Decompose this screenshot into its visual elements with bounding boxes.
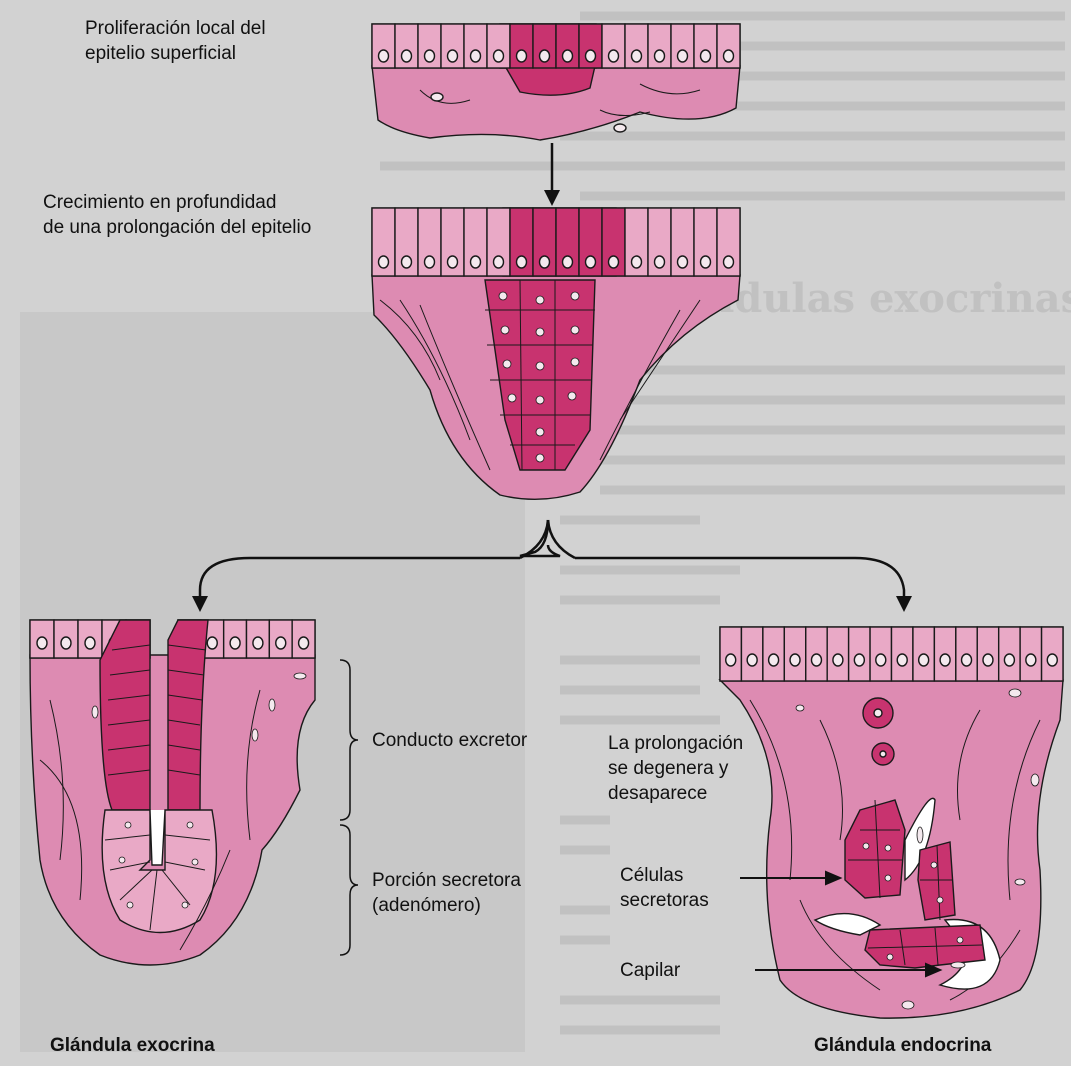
cell-nucleus: [471, 50, 481, 62]
label-degenerates-line2: se degenera y: [608, 756, 743, 781]
cell-nucleus: [724, 50, 734, 62]
label-degenerates: La prolongación se degenera y desaparece: [608, 731, 743, 806]
cell-nucleus: [207, 637, 217, 649]
cell-nucleus: [448, 256, 458, 268]
cell-nucleus: [609, 256, 619, 268]
cell-nucleus: [655, 50, 665, 62]
cell-nucleus: [425, 50, 435, 62]
label-stage1-line2: epitelio superficial: [85, 41, 266, 66]
label-stage2: Crecimiento en profundidad de una prolon…: [43, 190, 311, 240]
cell-nucleus: [85, 637, 95, 649]
cell-nucleus: [701, 50, 711, 62]
cell-nucleus: [833, 654, 843, 666]
cell-nucleus: [701, 256, 711, 268]
cell-nucleus: [563, 256, 573, 268]
cell-nucleus: [678, 256, 688, 268]
label-degenerates-line3: desaparece: [608, 781, 743, 806]
label-exocrine-gland: Glándula exocrina: [50, 1033, 215, 1058]
cell-nucleus: [678, 50, 688, 62]
cell-nucleus: [632, 50, 642, 62]
label-secretory-portion-line1: Porción secretora: [372, 868, 521, 893]
cell-nucleus: [230, 637, 240, 649]
cell-nucleus: [61, 637, 71, 649]
cell-nucleus: [253, 637, 263, 649]
cell-nucleus: [540, 50, 550, 62]
cell-nucleus: [37, 637, 47, 649]
cell-nucleus: [517, 256, 527, 268]
cell-nucleus: [919, 654, 929, 666]
cell-nucleus: [299, 637, 309, 649]
cell-nucleus: [790, 654, 800, 666]
label-secretory-portion-line2: (adenómero): [372, 893, 521, 918]
cell-nucleus: [609, 50, 619, 62]
label-stage1-line1: Proliferación local del: [85, 16, 266, 41]
cell-nucleus: [769, 654, 779, 666]
cell-nucleus: [379, 256, 389, 268]
cell-nucleus: [276, 637, 286, 649]
cell-nucleus: [379, 50, 389, 62]
label-endocrine-gland-text: Glándula endocrina: [814, 1033, 991, 1058]
cell-nucleus: [632, 256, 642, 268]
cell-nucleus: [471, 256, 481, 268]
cell-nucleus: [724, 256, 734, 268]
cell-nucleus: [962, 654, 972, 666]
cell-nucleus: [586, 50, 596, 62]
cell-nucleus: [854, 654, 864, 666]
label-secretory-portion: Porción secretora (adenómero): [372, 868, 521, 918]
cell-nucleus: [402, 50, 412, 62]
label-excretory-duct-text: Conducto excretor: [372, 728, 527, 753]
cell-nucleus: [876, 654, 886, 666]
cell-nucleus: [747, 654, 757, 666]
cell-nucleus: [425, 256, 435, 268]
cell-nucleus: [448, 50, 458, 62]
label-exocrine-gland-text: Glándula exocrina: [50, 1033, 215, 1058]
label-secretory-cells-line2: secretoras: [620, 888, 709, 913]
cell-nucleus: [1026, 654, 1036, 666]
cell-nucleus: [563, 50, 573, 62]
label-secretory-cells: Células secretoras: [620, 863, 709, 913]
cell-nucleus: [517, 50, 527, 62]
label-endocrine-gland: Glándula endocrina: [814, 1033, 991, 1058]
cell-nucleus: [897, 654, 907, 666]
label-capillary-text: Capilar: [620, 958, 680, 983]
cell-nucleus: [726, 654, 736, 666]
cell-nucleus: [494, 50, 504, 62]
cell-nucleus: [402, 256, 412, 268]
cell-nucleus: [494, 256, 504, 268]
label-capillary: Capilar: [620, 958, 680, 983]
label-stage1: Proliferación local del epitelio superfi…: [85, 16, 266, 66]
cell-nucleus: [940, 654, 950, 666]
cell-nucleus: [586, 256, 596, 268]
label-degenerates-line1: La prolongación: [608, 731, 743, 756]
label-stage2-line2: de una prolongación del epitelio: [43, 215, 311, 240]
label-stage2-line1: Crecimiento en profundidad: [43, 190, 311, 215]
cell-nucleus: [811, 654, 821, 666]
label-excretory-duct: Conducto excretor: [372, 728, 527, 753]
label-secretory-cells-line1: Células: [620, 863, 709, 888]
cell-nucleus: [655, 256, 665, 268]
cell-nucleus: [983, 654, 993, 666]
cell-nucleus: [1047, 654, 1057, 666]
cell-nucleus: [1004, 654, 1014, 666]
cell-nucleus: [540, 256, 550, 268]
